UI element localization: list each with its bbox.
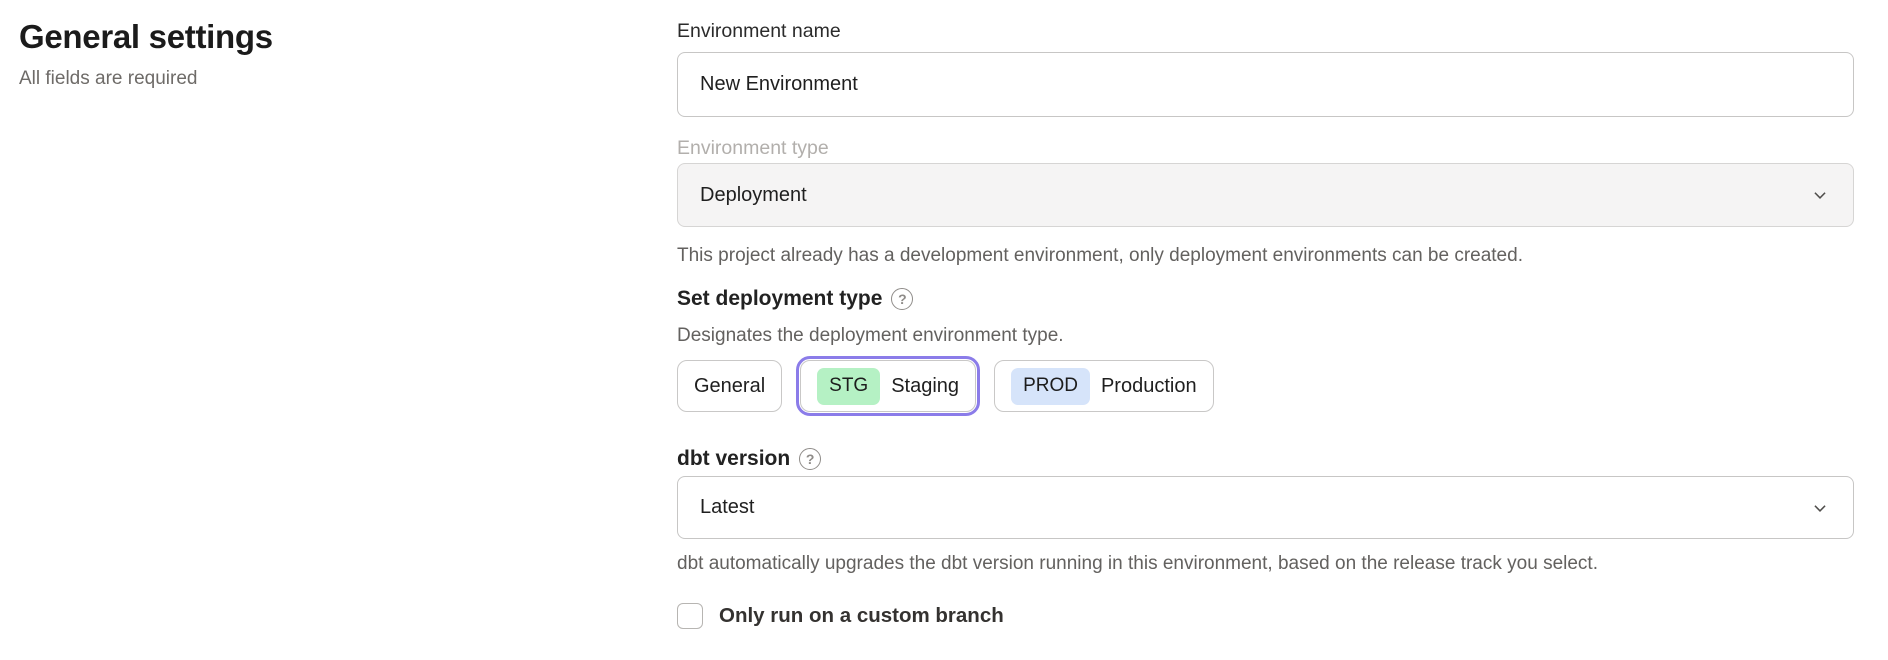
deployment-type-production-button[interactable]: PROD Production [994,360,1214,412]
chevron-down-icon [1814,504,1826,512]
help-icon[interactable]: ? [891,288,914,310]
deployment-type-heading-text: Set deployment type [677,287,883,310]
deployment-type-heading: Set deployment type ? [677,285,1854,313]
environment-type-label: Environment type [677,137,829,159]
dbt-version-heading-text: dbt version [677,447,791,470]
environment-type-select[interactable]: Deployment [677,163,1854,227]
staging-badge: STG [817,367,881,405]
environment-name-label: Environment name [677,20,841,42]
chevron-down-icon [1814,192,1826,200]
dbt-version-value: Latest [700,496,755,518]
custom-branch-checkbox[interactable] [677,603,703,629]
staging-button-label: Staging [891,374,960,397]
settings-header: General settings All fields are required [19,16,619,91]
deployment-type-description: Designates the deployment environment ty… [677,325,1064,346]
page-subtitle: All fields are required [19,68,198,89]
general-button-label: General [694,374,766,397]
deployment-type-options: General STG Staging PROD Production [677,356,1854,416]
page-title: General settings [19,18,273,55]
help-icon[interactable]: ? [799,448,822,470]
custom-branch-label[interactable]: Only run on a custom branch [719,604,1004,627]
deployment-type-staging-button[interactable]: STG Staging [796,356,981,416]
dbt-version-heading: dbt version ? [677,445,1854,473]
dbt-version-select[interactable]: Latest [677,476,1854,539]
environment-type-value: Deployment [700,183,807,206]
dbt-version-helper: dbt automatically upgrades the dbt versi… [677,553,1598,574]
production-button-label: Production [1100,374,1197,397]
environment-settings-form: Environment name Environment type Deploy… [677,0,1854,629]
deployment-type-general-button[interactable]: General [677,360,783,412]
environment-name-input[interactable] [677,52,1854,117]
environment-type-helper: This project already has a development e… [677,245,1523,266]
production-badge: PROD [1011,367,1090,405]
custom-branch-row: Only run on a custom branch [677,603,1854,629]
